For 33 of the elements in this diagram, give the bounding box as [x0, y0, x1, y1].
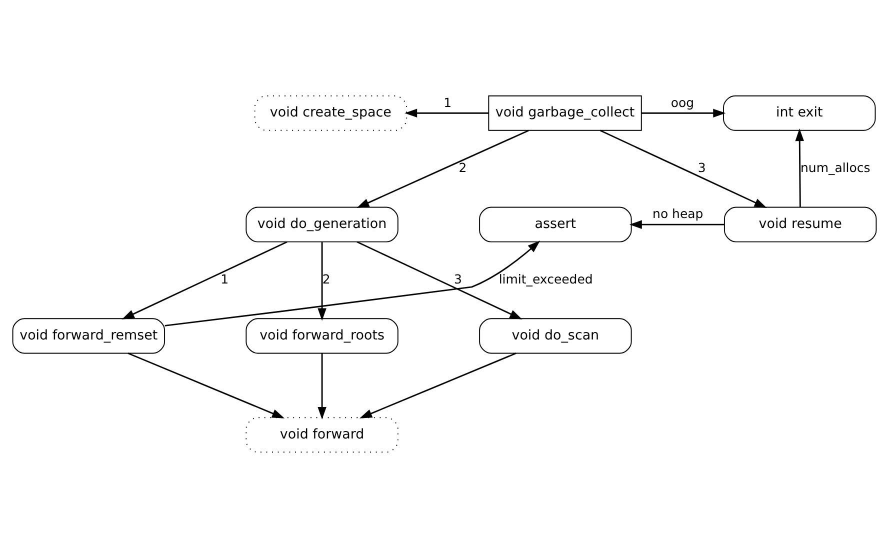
node-box: void forward_roots: [246, 318, 398, 354]
arrow: [360, 352, 516, 418]
arrow: [318, 242, 326, 321]
arrow: [404, 108, 489, 118]
edge-label: 2: [322, 272, 330, 287]
node-box: void forward_remset: [12, 318, 166, 354]
edge-label: 3: [698, 160, 706, 176]
arrow: [600, 130, 767, 208]
edge-label: limit_exceeded: [498, 272, 593, 287]
edge-label: 3: [454, 272, 462, 287]
edge-label: no heap: [652, 206, 704, 222]
arrow: [795, 128, 804, 208]
node-box: void garbage_collect: [488, 95, 642, 131]
edge-label: oog: [670, 94, 694, 110]
edge-label: 1: [444, 94, 452, 110]
arrow: [356, 241, 522, 320]
edge-label: 2: [458, 160, 467, 176]
arrow: [629, 220, 724, 229]
node-box: assert: [479, 206, 632, 242]
arrow: [122, 241, 288, 320]
node-box: void create_space: [254, 95, 408, 131]
arrow: [356, 130, 529, 208]
edge-label: 1: [220, 272, 229, 287]
node-box: void do_generation: [246, 206, 398, 242]
node-box: int exit: [723, 95, 876, 131]
arrow: [318, 353, 326, 420]
node-box: void resume: [724, 206, 877, 242]
arrow: [164, 240, 540, 326]
edge-label: num_allocs: [800, 160, 870, 176]
node-box: void forward: [246, 417, 398, 453]
arrow: [641, 108, 726, 118]
arrow: [128, 352, 285, 418]
node-box: void do_scan: [479, 318, 632, 354]
